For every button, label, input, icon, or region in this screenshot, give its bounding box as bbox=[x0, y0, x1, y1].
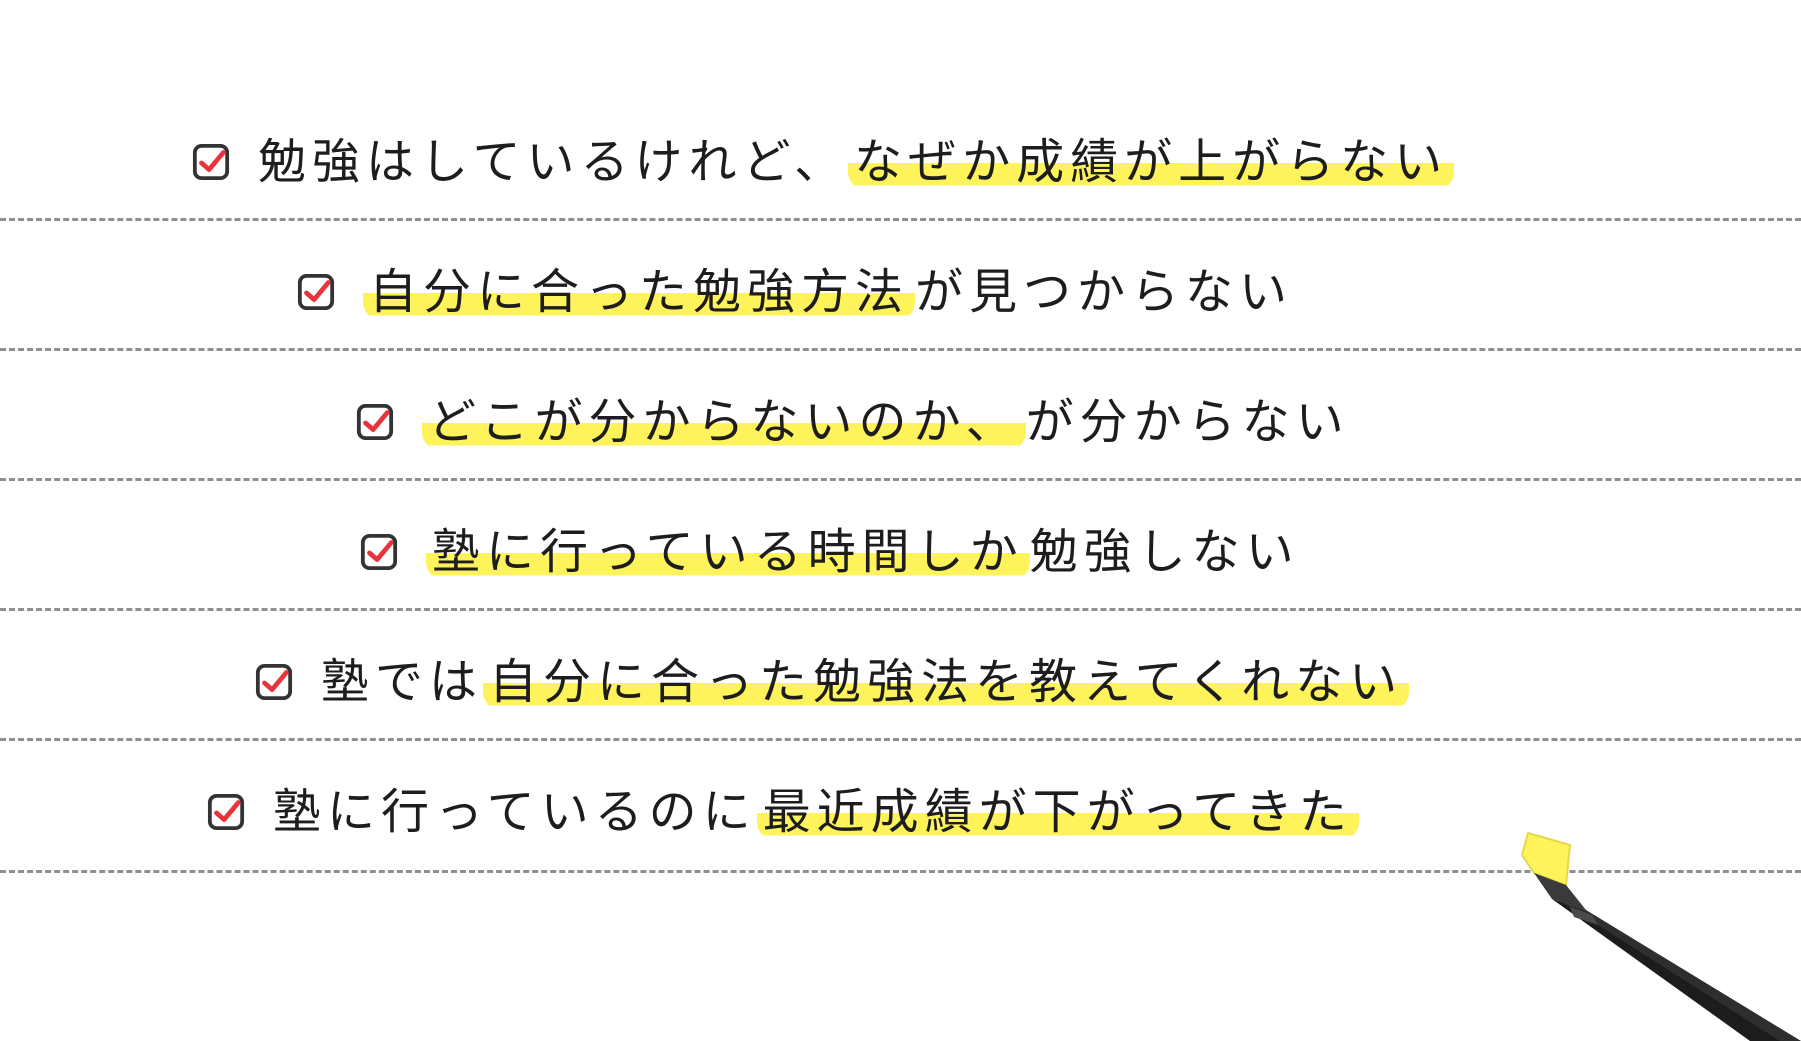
text-before: 塾では bbox=[321, 654, 484, 710]
checkbox-checked-icon bbox=[192, 143, 230, 181]
checklist-row-5: 塾では自分に合った勉強法を教えてくれない bbox=[0, 610, 1801, 741]
checkbox-checked-icon bbox=[297, 273, 335, 311]
checklist-row-2: 自分に合った勉強方法が見つからない bbox=[0, 220, 1801, 351]
checklist-item-1: 勉強はしているけれど、なぜか成績が上がらない bbox=[192, 134, 1455, 190]
checkbox-checked-icon bbox=[356, 403, 394, 441]
checklist-item-2: 自分に合った勉強方法が見つからない bbox=[297, 264, 1293, 320]
checklist-item-3: どこが分からないのか、が分からない bbox=[356, 394, 1350, 450]
item-text: 塾では自分に合った勉強法を教えてくれない bbox=[321, 654, 1410, 710]
item-text: 自分に合った勉強方法が見つからない bbox=[363, 264, 1293, 320]
dashed-divider bbox=[0, 608, 1801, 611]
checklist-item-5: 塾では自分に合った勉強法を教えてくれない bbox=[255, 654, 1410, 710]
text-highlight: 自分に合った勉強方法 bbox=[363, 264, 916, 320]
text-after: 勉強しない bbox=[1029, 524, 1300, 580]
text-highlight: どこが分からないのか、 bbox=[422, 394, 1026, 450]
checklist-row-1: 勉強はしているけれど、なぜか成績が上がらない bbox=[0, 90, 1801, 221]
text-highlight: 自分に合った勉強法を教えてくれない bbox=[483, 654, 1410, 710]
item-text: 勉強はしているけれど、なぜか成績が上がらない bbox=[258, 134, 1455, 190]
checklist-item-6: 塾に行っているのに最近成績が下がってきた bbox=[207, 784, 1359, 840]
checklist-row-6: 塾に行っているのに最近成績が下がってきた bbox=[0, 740, 1801, 873]
checkbox-checked-icon bbox=[207, 793, 245, 831]
checkbox-checked-icon bbox=[255, 663, 293, 701]
checklist-row-3: どこが分からないのか、が分からない bbox=[0, 350, 1801, 481]
checkbox-checked-icon bbox=[360, 533, 398, 571]
dashed-divider bbox=[0, 870, 1801, 873]
highlighter-marker-icon bbox=[1520, 831, 1801, 1041]
text-after: が分からない bbox=[1025, 394, 1350, 450]
text-before: 勉強はしているけれど、 bbox=[258, 134, 849, 190]
item-text: どこが分からないのか、が分からない bbox=[422, 394, 1350, 450]
text-after: が見つからない bbox=[915, 264, 1294, 320]
item-text: 塾に行っているのに最近成績が下がってきた bbox=[273, 784, 1359, 840]
text-highlight: 塾に行っている時間しか bbox=[426, 524, 1030, 580]
text-before: 塾に行っているのに bbox=[273, 784, 757, 840]
text-highlight: 最近成績が下がってきた bbox=[756, 784, 1359, 840]
dashed-divider bbox=[0, 738, 1801, 741]
dashed-divider bbox=[0, 218, 1801, 221]
dashed-divider bbox=[0, 478, 1801, 481]
text-highlight: なぜか成績が上がらない bbox=[848, 134, 1455, 190]
dashed-divider bbox=[0, 348, 1801, 351]
checklist-item-4: 塾に行っている時間しか勉強しない bbox=[360, 524, 1300, 580]
checklist-row-4: 塾に行っている時間しか勉強しない bbox=[0, 480, 1801, 611]
item-text: 塾に行っている時間しか勉強しない bbox=[426, 524, 1300, 580]
